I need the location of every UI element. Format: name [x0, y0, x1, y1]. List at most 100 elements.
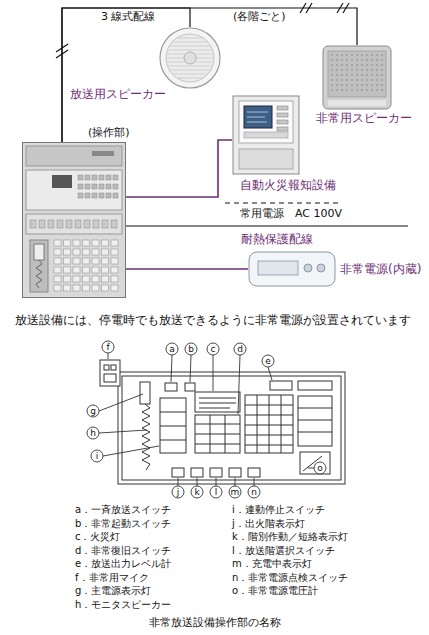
- part-name: b．非常起動スイッチ: [75, 518, 171, 530]
- rack-key: [92, 249, 99, 255]
- part-name: i．連動停止スイッチ: [232, 504, 325, 516]
- screen-line: [247, 122, 267, 123]
- grille-hole: [351, 54, 353, 56]
- grille-hole: [346, 54, 348, 56]
- callout-letter: o: [314, 462, 326, 474]
- rack-row: [26, 214, 122, 234]
- rack-key: [111, 276, 118, 282]
- callout-letter: i: [91, 450, 103, 462]
- grille-hole: [356, 89, 358, 91]
- grille-hole: [371, 84, 373, 86]
- grille-hole: [351, 69, 353, 71]
- rack-switch: [92, 193, 97, 198]
- grille-hole: [331, 79, 333, 81]
- grille-hole: [336, 79, 338, 81]
- rack-display: [52, 175, 72, 188]
- callout-letter: k: [191, 486, 203, 498]
- fire-alarm-panel-drawing: [232, 95, 300, 175]
- operation-panel: [100, 360, 345, 484]
- callout-letter: m: [229, 486, 241, 498]
- grille-hole: [376, 84, 378, 86]
- grille-hole: [331, 74, 333, 76]
- ceiling-speaker: 放送用スピーカー: [159, 27, 221, 89]
- grille-hole: [381, 89, 383, 91]
- rack-switch: [113, 193, 118, 198]
- battery-unit: 非常電源(内蔵): [248, 251, 336, 287]
- rack-key: [92, 276, 99, 282]
- rack-body: [23, 143, 126, 298]
- rack-top: [26, 146, 122, 166]
- speaker-grille: [328, 51, 386, 97]
- callout-letter: g: [87, 405, 99, 417]
- callout-letter: c: [207, 343, 219, 355]
- rack-key: [73, 267, 80, 273]
- rack-key: [64, 258, 71, 264]
- rack-handset-bay: [30, 240, 48, 292]
- fire-alarm-panel: 自動火災報知設備: [232, 95, 300, 175]
- grille-line: [172, 74, 208, 75]
- wire-label: 耐熱保護配線: [240, 233, 314, 247]
- alarm-screen: [244, 106, 272, 128]
- grille-line: [177, 38, 204, 39]
- rack-key: [102, 267, 109, 273]
- rack-key: [102, 276, 109, 282]
- rack-key: [111, 267, 118, 273]
- grille-hole: [376, 89, 378, 91]
- rack-key: [54, 285, 61, 291]
- device-label: (操作部): [88, 127, 130, 140]
- wall-speaker: 非常用スピーカー: [322, 45, 392, 110]
- grille-hole: [371, 79, 373, 81]
- screen-line: [247, 112, 268, 113]
- rack-key: [83, 276, 90, 282]
- grille-hole: [361, 54, 363, 56]
- rack-key: [92, 285, 99, 291]
- grille-hole: [376, 59, 378, 61]
- part-name: f．非常用マイク: [75, 572, 149, 584]
- wire-label: 常用電源 AC 100V: [240, 208, 342, 221]
- grille-hole: [376, 64, 378, 66]
- power-wire: [126, 203, 408, 226]
- rack-key: [64, 267, 71, 273]
- grille-hole: [346, 89, 348, 91]
- grille-hole: [346, 69, 348, 71]
- grille-hole: [371, 54, 373, 56]
- alarm-face: [239, 101, 293, 143]
- rack-key: [111, 249, 118, 255]
- rack-key: [83, 285, 90, 291]
- amplifier-rack: (操作部): [22, 142, 126, 298]
- rack-switch: [92, 175, 97, 180]
- grille-hole: [341, 79, 343, 81]
- part-name: g．主電源表示灯: [75, 585, 151, 597]
- part-name: c．火災灯: [75, 531, 121, 543]
- grille-hole: [371, 64, 373, 66]
- grille-hole: [371, 89, 373, 91]
- screen-line: [247, 117, 265, 118]
- alarm-housing: [233, 96, 299, 174]
- wire-connector: [62, 8, 357, 142]
- alarm-lower: [239, 149, 293, 169]
- part-name: j．出火階表示灯: [232, 518, 305, 530]
- grille-hole: [346, 84, 348, 86]
- device-label: 自動火災報知設備: [240, 179, 336, 193]
- wall-speaker-drawing: [322, 45, 392, 110]
- rack-key: [111, 285, 118, 291]
- callout-letter: l: [210, 486, 222, 498]
- grille-hole: [381, 64, 383, 66]
- rack-switch: [111, 220, 117, 228]
- rack-key: [54, 267, 61, 273]
- grille-hole: [371, 59, 373, 61]
- grille-hole: [381, 84, 383, 86]
- grille-hole: [361, 64, 363, 66]
- grille-hole: [366, 69, 368, 71]
- rack-key: [92, 258, 99, 264]
- alarm-button: [277, 127, 288, 131]
- rack-switch: [102, 220, 108, 228]
- rack-key: [102, 240, 109, 246]
- rack-key: [54, 276, 61, 282]
- rack-switch: [99, 175, 104, 180]
- grille-hole: [346, 59, 348, 61]
- callout-letter: a: [166, 343, 178, 355]
- grille-hole: [336, 84, 338, 86]
- part-name: d．非常復旧スイッチ: [75, 545, 171, 557]
- grille-hole: [351, 84, 353, 86]
